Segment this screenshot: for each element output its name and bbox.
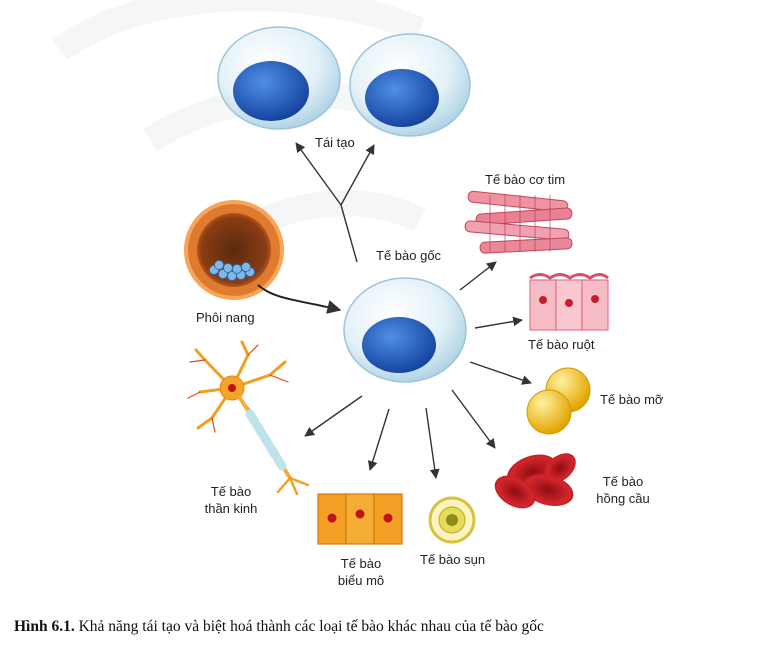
nerve-cell-label-line1: Tế bào (210, 484, 252, 499)
renewal-label: Tái tạo (315, 135, 355, 150)
caption-text: Khả năng tái tạo và biệt hoá thành các l… (74, 618, 544, 635)
red-blood-cells (494, 453, 576, 509)
cardiac-cells (464, 190, 573, 254)
stem-cell (343, 277, 467, 383)
fat-cells (526, 367, 591, 435)
fat-cell-label: Tế bào mỡ (600, 392, 664, 407)
renewal-cell-right (349, 33, 471, 137)
renewal-arrows (295, 142, 375, 263)
epithelial-cell-label-line2: biểu mô (337, 573, 385, 588)
red-blood-cell-label-line1: Tế bào (602, 474, 644, 489)
differentiation-arrows (304, 261, 532, 479)
stem-cell-diagram (184, 26, 609, 545)
blastocyst-cell (184, 200, 284, 300)
cartilage-cell-label: Tế bào sụn (420, 552, 486, 567)
figure-caption: Hình 6.1. Khả năng tái tạo và biệt hoá t… (14, 618, 754, 636)
intestinal-cell-label: Tế bào ruột (528, 337, 595, 352)
nerve-cell (187, 340, 310, 496)
renewal-cell-left (217, 26, 341, 130)
caption-number: Hình 6.1. (14, 618, 75, 635)
epithelial-cell-label-line1: Tế bào (340, 556, 382, 571)
intestinal-cells (529, 273, 609, 331)
red-blood-cell-label-line2: hồng cầu (596, 491, 650, 506)
stem-cell-label: Tế bào gốc (376, 248, 442, 263)
epithelial-cells (317, 493, 403, 545)
cardiac-cell-label: Tế bào cơ tim (485, 172, 566, 187)
cartilage-cell (428, 496, 476, 544)
nerve-cell-label-line2: thần kinh (204, 501, 258, 516)
blastocyst-label: Phôi nang (196, 310, 255, 325)
blastocyst-arrow (257, 284, 342, 314)
